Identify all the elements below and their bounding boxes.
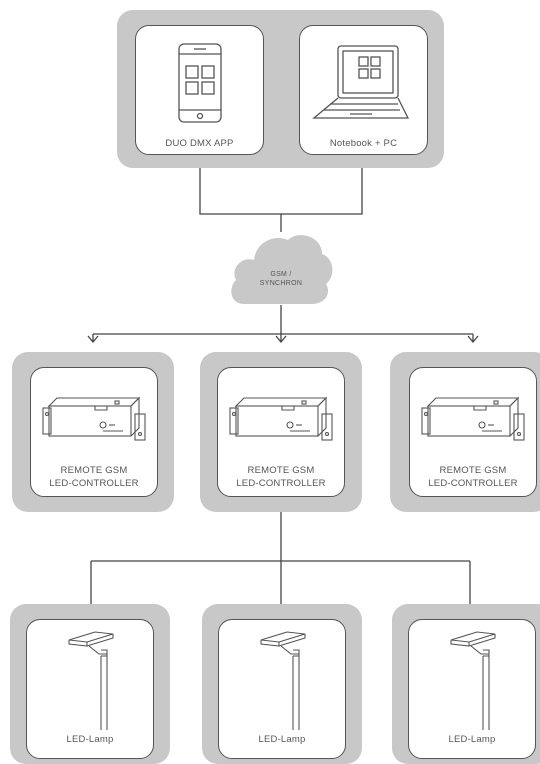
controller-label-line1: REMOTE GSM xyxy=(60,465,128,476)
app-label: DUO DMX APP xyxy=(165,138,234,149)
cloud-icon xyxy=(231,235,333,304)
street-lamp-icon xyxy=(260,631,306,730)
controller-label-line2: LED-CONTROLLER xyxy=(236,478,326,489)
app-card: DUO DMX APP xyxy=(135,25,264,155)
controller-label-line2: LED-CONTROLLER xyxy=(49,478,139,489)
controller-card-right: REMOTE GSM LED-CONTROLLER xyxy=(409,367,537,497)
controller-label-line1: REMOTE GSM xyxy=(247,465,315,476)
controller-card-left: REMOTE GSM LED-CONTROLLER xyxy=(30,367,158,497)
cloud-label-line2: SYNCHRON xyxy=(259,280,303,287)
controller-card-center: REMOTE GSM LED-CONTROLLER xyxy=(217,367,345,497)
lamp-label: LED-Lamp xyxy=(448,734,496,745)
controller-label-line2: LED-CONTROLLER xyxy=(428,478,518,489)
controller-device-icon xyxy=(421,396,525,441)
controller-device-icon xyxy=(229,396,333,441)
lamp-label: LED-Lamp xyxy=(258,734,306,745)
laptop-icon xyxy=(312,45,410,119)
lamp-card-left: LED-Lamp xyxy=(26,619,154,759)
lamp-label: LED-Lamp xyxy=(66,734,114,745)
street-lamp-icon xyxy=(450,631,496,730)
street-lamp-icon xyxy=(68,631,114,730)
lamp-card-center: LED-Lamp xyxy=(218,619,346,759)
controller-label-line1: REMOTE GSM xyxy=(439,465,507,476)
cloud-label-line1: GSM / xyxy=(270,271,292,278)
lamp-card-right: LED-Lamp xyxy=(408,619,536,759)
cloud-label: GSM / SYNCHRON xyxy=(246,270,316,288)
smartphone-icon xyxy=(178,43,222,123)
pc-card: Notebook + PC xyxy=(299,25,428,155)
pc-label: Notebook + PC xyxy=(329,138,398,149)
controller-device-icon xyxy=(42,396,146,441)
